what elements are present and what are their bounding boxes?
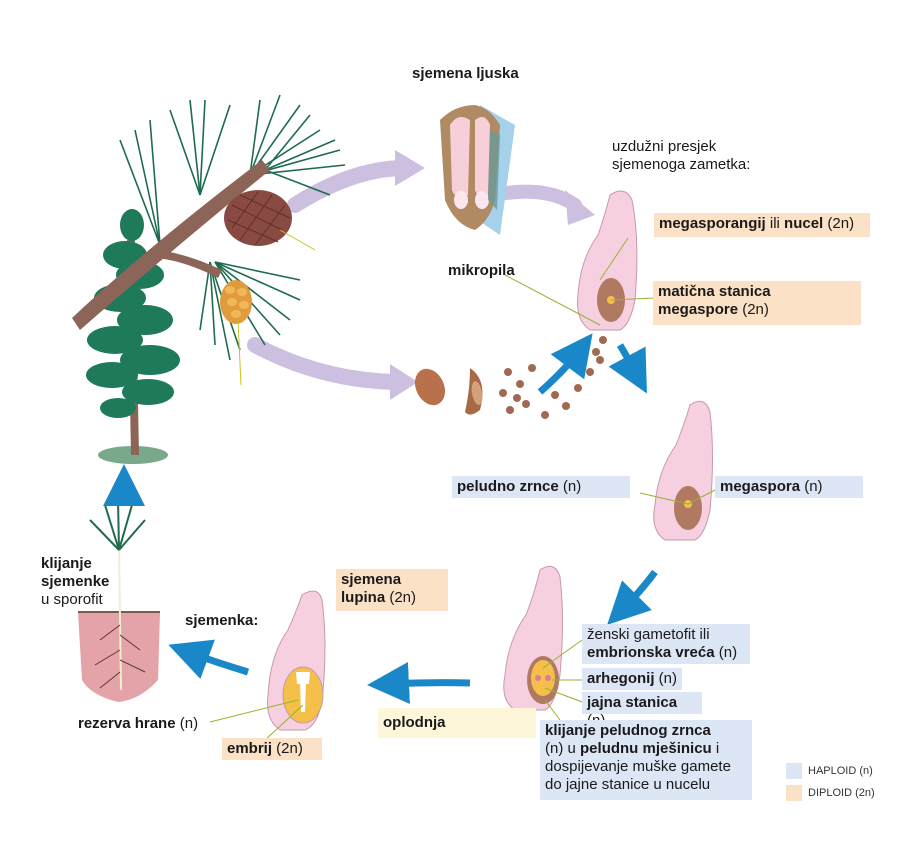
caption-line-1: uzdužni presjek xyxy=(612,138,717,155)
label-text: arhegonij xyxy=(587,670,655,687)
seed-section xyxy=(209,590,326,741)
label-text: sjemena xyxy=(341,571,402,588)
label-text: u sporofit xyxy=(41,591,103,608)
caption-line-2: sjemenoga zametka: xyxy=(612,156,751,173)
label-text: mikropila xyxy=(448,262,515,279)
pollen-grains xyxy=(499,336,607,419)
label-text: do jajne stanice u nucelu xyxy=(545,776,711,793)
legend-label-diploid: DIPLOID (2n) xyxy=(808,787,875,799)
label-text: (n) xyxy=(800,478,823,495)
label-text: matična stanica xyxy=(658,283,771,300)
label-pollen-germination: klijanje peludnog zrnca (n) u peludnu mj… xyxy=(540,720,752,800)
transition-arrow-branch-to-scale xyxy=(287,150,425,213)
label-pollen-grain: peludno zrnce (n) xyxy=(452,476,630,498)
label-fertilization: oplodnja xyxy=(378,708,536,738)
label-text: ženski gametofit ili xyxy=(587,626,710,643)
label-text: (2n) xyxy=(272,740,303,757)
legend-swatch-diploid xyxy=(786,785,802,801)
seedling-in-soil xyxy=(78,499,160,702)
label-egg-cell: jajna stanica (n) xyxy=(582,692,702,729)
label-text: (n) xyxy=(714,644,738,661)
label-text: (n) xyxy=(654,670,678,687)
label-embryo: embrij (2n) xyxy=(222,738,322,760)
label-text: klijanje peludnog zrnca xyxy=(545,722,711,739)
label-text: i xyxy=(711,740,720,757)
label-text: megaspore xyxy=(658,301,739,318)
label-text: peludno zrnce xyxy=(457,478,559,495)
label-seed-germination: klijanje sjemenke u sporofit xyxy=(41,555,109,609)
ovule-longitudinal-section xyxy=(504,190,656,331)
transition-arrow-scale-to-ovule xyxy=(488,184,595,225)
label-text: oplodnja xyxy=(383,714,446,731)
label-text: (n) xyxy=(558,478,582,495)
label-seed: sjemenka: xyxy=(185,612,258,630)
label-megaspore: megaspora (n) xyxy=(715,476,863,498)
label-text: klijanje xyxy=(41,555,92,572)
cycle-arrows xyxy=(103,333,658,704)
label-text: (2n) xyxy=(823,215,855,232)
label-text: sjemenka: xyxy=(185,612,259,629)
label-text: megaspora xyxy=(720,478,801,495)
label-text: megasporangij xyxy=(659,215,766,232)
label-text: embrij xyxy=(227,740,273,757)
seed-scale-illustration xyxy=(440,105,515,235)
ovule-with-megaspore xyxy=(639,400,716,541)
label-text: (n) xyxy=(175,715,199,732)
label-seed-scale-text: sjemena ljuska xyxy=(412,65,519,82)
female-cone xyxy=(224,190,316,251)
winged-seeds xyxy=(414,368,483,415)
label-text: dospijevanje muške gamete xyxy=(545,758,731,775)
legend-swatch-haploid xyxy=(786,763,802,779)
transition-arrow-branch-to-seeds xyxy=(247,337,418,400)
label-text: (n) u xyxy=(545,740,581,757)
pine-branch xyxy=(72,94,346,361)
label-text: ili xyxy=(765,215,785,232)
label-text: jajna stanica xyxy=(587,694,678,711)
label-seed-scale: sjemena ljuska xyxy=(412,65,519,83)
label-female-gametophyte: ženski gametofit ili embrionska vreća (n… xyxy=(582,624,750,664)
caption-ovule-section: uzdužni presjek sjemenoga zametka: xyxy=(612,138,750,174)
label-seed-coat: sjemena lupina (2n) xyxy=(336,569,448,611)
label-text: lupina xyxy=(341,589,386,606)
male-cone xyxy=(220,280,252,386)
label-text: nucel xyxy=(784,215,824,232)
label-megaspore-mother-cell: matična stanica megaspore (2n) xyxy=(653,281,861,325)
label-text: sjemenke xyxy=(41,573,110,590)
label-archegonium: arhegonij (n) xyxy=(582,668,682,690)
label-megasporangium: megasporangij ili nucel (2n) xyxy=(654,213,870,237)
label-text: (2n) xyxy=(738,301,769,318)
label-text: rezerva hrane xyxy=(78,715,176,732)
ovule-with-female-gametophyte xyxy=(503,565,583,721)
label-text: peludnu mješinicu xyxy=(580,740,712,757)
label-text: embrionska vreća xyxy=(587,644,715,661)
legend-label-haploid: HAPLOID (n) xyxy=(808,765,873,777)
label-micropyle: mikropila xyxy=(448,262,515,280)
label-text: (2n) xyxy=(385,589,417,606)
label-food-reserve: rezerva hrane (n) xyxy=(78,715,198,733)
